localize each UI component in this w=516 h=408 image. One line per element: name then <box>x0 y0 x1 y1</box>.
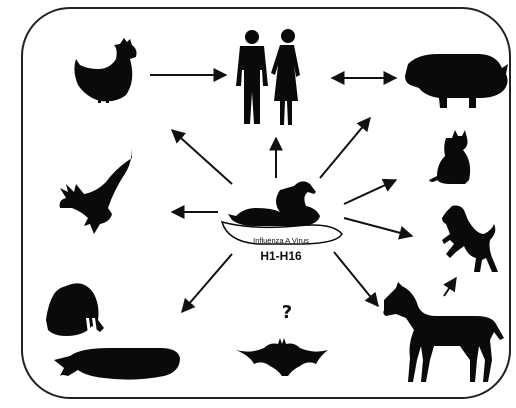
virus-subtypes-label: H1-H16 <box>236 249 326 263</box>
question-mark-label: ? <box>272 302 302 323</box>
virus-name-label: Influenza A Virus <box>236 236 326 245</box>
